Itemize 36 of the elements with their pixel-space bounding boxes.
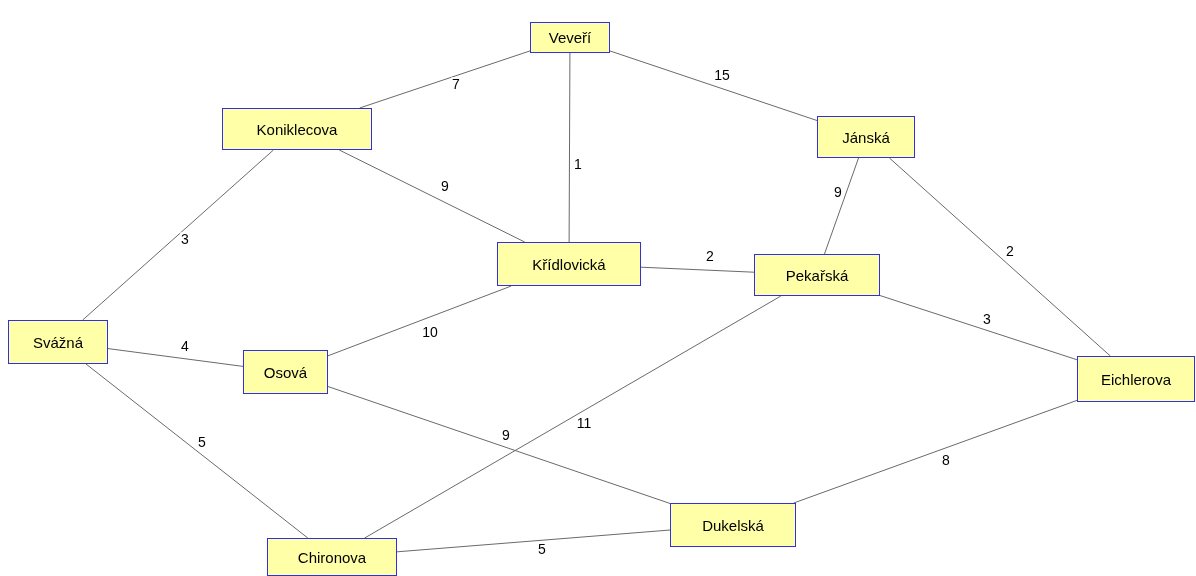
- connector-line: [82, 149, 274, 321]
- connector-line: [609, 50, 818, 122]
- connector-line: [327, 386, 671, 504]
- street-name: Pekařská: [785, 266, 849, 284]
- street-box: [243, 350, 328, 394]
- street-box: [497, 242, 641, 286]
- street-box: [754, 254, 880, 296]
- connector-line: [327, 285, 512, 357]
- street-name: Svážná: [32, 333, 83, 351]
- connector-line: [364, 295, 782, 539]
- street-box: [8, 320, 108, 364]
- connector-line: [640, 266, 755, 273]
- street-box: [817, 116, 915, 158]
- street-name: Osová: [263, 363, 308, 381]
- connector-line: [359, 50, 531, 109]
- street-name: Chironova: [297, 548, 367, 566]
- connector-line: [396, 529, 671, 553]
- connector-line: [338, 149, 526, 243]
- street-name: Dukelská: [702, 516, 764, 534]
- street-box: [267, 538, 397, 576]
- street-box: [1077, 356, 1195, 402]
- street-box: [670, 503, 796, 547]
- connector-line: [879, 295, 1078, 361]
- street-box: [530, 22, 610, 53]
- connector-line: [793, 399, 1078, 504]
- street-name: Koniklecova: [256, 120, 338, 138]
- connector-line: [823, 157, 860, 255]
- connector-line: [85, 363, 309, 539]
- street-name: Křídlovická: [532, 255, 606, 273]
- connector-line: [107, 348, 244, 367]
- street-name: Jánská: [842, 128, 890, 146]
- connector-line: [888, 157, 1111, 357]
- street-box: [222, 108, 372, 150]
- street-name: Veveří: [548, 29, 592, 46]
- connector-line: [568, 52, 571, 243]
- street-name: Eichlerova: [1100, 370, 1171, 388]
